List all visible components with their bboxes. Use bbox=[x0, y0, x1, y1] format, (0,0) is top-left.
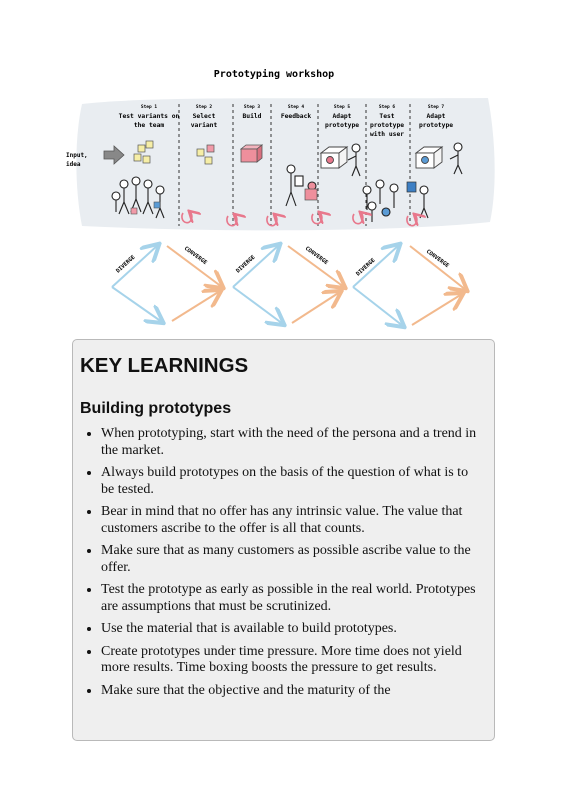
learning-item: Make sure that as many customers as poss… bbox=[101, 543, 481, 576]
variant-cubes-icon bbox=[133, 140, 154, 164]
phase-label: CONVERGE bbox=[183, 246, 208, 266]
step-3-number: Step 3 bbox=[244, 104, 261, 110]
phase-label: DIVERGE bbox=[235, 255, 256, 275]
learning-item: Bear in mind that no offer has any intri… bbox=[101, 504, 481, 537]
learning-item: Create prototypes under time pressure. M… bbox=[101, 644, 481, 677]
final-person-icon bbox=[449, 142, 463, 175]
iteration-loop-icons bbox=[181, 212, 417, 227]
feedback-person-icon bbox=[285, 164, 317, 207]
phase-label: DIVERGE bbox=[115, 255, 136, 275]
learning-item: When prototyping, start with the need of… bbox=[101, 426, 481, 459]
learning-item: Make sure that the objective and the mat… bbox=[101, 683, 481, 700]
learning-item: Test the prototype as early as possible … bbox=[101, 582, 481, 615]
adapt-box-icon bbox=[319, 146, 349, 169]
step-1-number: Step 1 bbox=[141, 104, 158, 110]
team-people-icon bbox=[111, 176, 165, 219]
step-separators bbox=[178, 104, 411, 226]
workshop-title: Prototyping workshop bbox=[214, 68, 334, 80]
user-group-icon bbox=[362, 179, 429, 222]
step-6-number: Step 6 bbox=[379, 104, 396, 110]
adapt-person-icon bbox=[347, 143, 361, 177]
phase-label: CONVERGE bbox=[425, 249, 450, 269]
card-subtitle: Building prototypes bbox=[80, 400, 232, 417]
card-title: KEY LEARNINGS bbox=[80, 354, 249, 377]
phase-labels: DIVERGE CONVERGE DIVERGE CONVERGE DIVERG… bbox=[115, 246, 449, 278]
learnings-list: When prototyping, start with the need of… bbox=[73, 426, 481, 705]
prototyping-workshop-illustration: Prototyping workshop Step 1 Test variant… bbox=[66, 68, 495, 335]
test-cube-icon bbox=[406, 181, 417, 193]
step-2-number: Step 2 bbox=[196, 104, 213, 110]
step-5-number: Step 5 bbox=[334, 104, 351, 110]
step-4-label: Feedback bbox=[281, 113, 312, 120]
learning-item: Always build prototypes on the basis of … bbox=[101, 465, 481, 498]
selected-variant-cubes-icon bbox=[196, 144, 215, 165]
key-learnings-card: KEY LEARNINGS Building prototypes When p… bbox=[72, 339, 495, 741]
step-4-number: Step 4 bbox=[288, 104, 305, 110]
phase-label: CONVERGE bbox=[304, 246, 329, 266]
input-arrow-icon bbox=[103, 145, 125, 165]
learning-item: Use the material that is available to bu… bbox=[101, 621, 481, 638]
build-cube-icon bbox=[239, 144, 264, 163]
workshop-background bbox=[76, 98, 495, 231]
small-cube-blue-icon bbox=[153, 201, 161, 209]
step-7-number: Step 7 bbox=[428, 104, 445, 110]
small-cube-pink-icon bbox=[130, 207, 138, 215]
diverge-converge-arrows bbox=[111, 245, 466, 326]
final-box-icon bbox=[414, 146, 444, 169]
step-3-label: Build bbox=[243, 112, 262, 120]
input-label: Input,idea bbox=[66, 152, 88, 168]
feedback-cube-icon bbox=[304, 188, 318, 201]
